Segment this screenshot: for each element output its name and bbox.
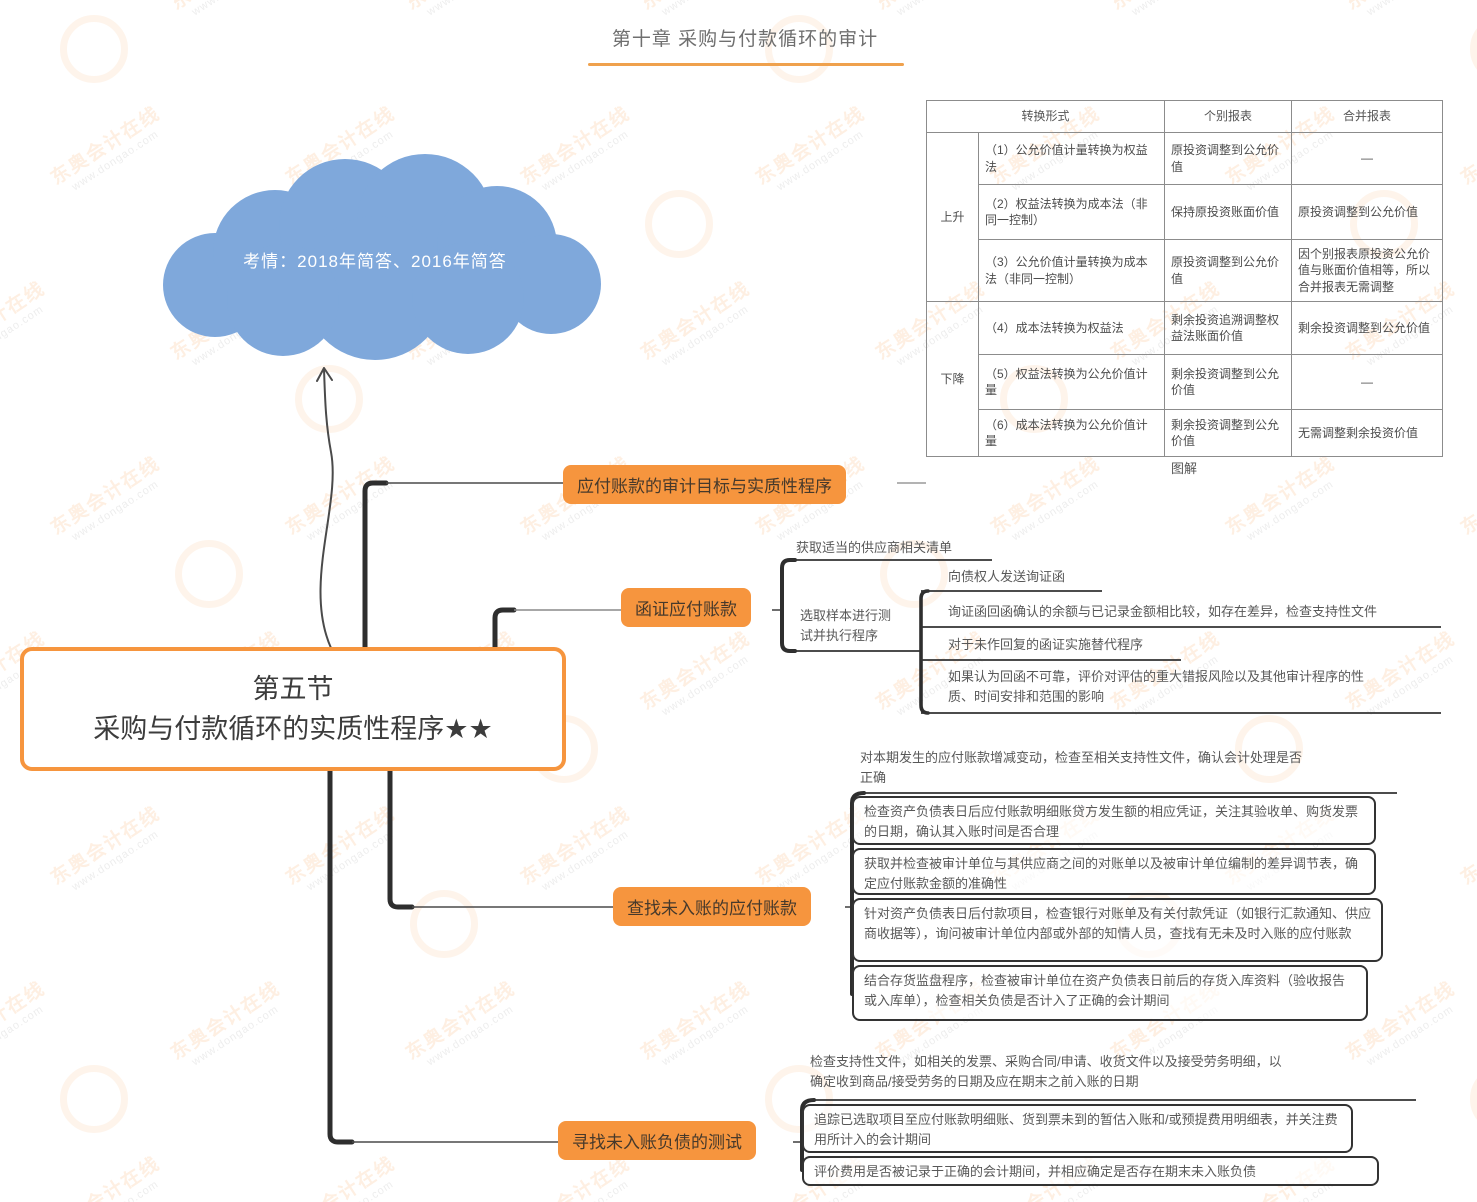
table-caption: 图解 — [1170, 461, 1197, 476]
leaf-b2-c1[interactable]: 获取适当的供应商相关清单 — [796, 540, 953, 555]
table-cell: （4）成本法转换为权益法 — [977, 301, 1166, 355]
main-branch-lines — [327, 480, 517, 1145]
cloud-shape — [163, 154, 601, 360]
table-group-down: 下降 — [926, 301, 979, 457]
table-cell: 保持原投资账面价值 — [1164, 184, 1293, 240]
topic-search-unrecorded-ap[interactable]: 查找未入账的应付账款 — [613, 887, 811, 926]
b2-subtree-lines — [772, 558, 1441, 715]
leafbox-b3-c3[interactable]: 获取并检查被审计单位与其供应商之间的对账单以及被审计单位编制的差异调节表，确定应… — [852, 848, 1376, 895]
table-header-form: 转换形式 — [925, 100, 1166, 133]
table-cell: （6）成本法转换为公允价值计量 — [977, 409, 1166, 457]
exam-note-cloud[interactable]: 考情：2018年简答、2016年简答 — [243, 252, 507, 271]
leafbox-b4-c3[interactable]: 评价费用是否被记录于正确的会计期间，并相应确定是否存在期末未入账负债 — [802, 1156, 1379, 1186]
leaf-b2-c2[interactable]: 选取样本进行测试并执行程序 — [800, 608, 892, 644]
table-cell: — — [1291, 132, 1444, 185]
root-topic[interactable]: 第五节 采购与付款循环的实质性程序★★ — [20, 647, 566, 771]
table-cell: 原投资调整到公允价值 — [1164, 239, 1293, 302]
leafbox-b4-c2[interactable]: 追踪已选取项目至应付账款明细账、货到票未到的暂估入账和/或预提费用明细表，并关注… — [802, 1104, 1353, 1153]
table-cell: 剩余投资调整到公允价值 — [1291, 301, 1444, 355]
table-cell: （5）权益法转换为公允价值计量 — [977, 354, 1166, 410]
table-cell: 剩余投资调整到公允价值 — [1164, 354, 1293, 410]
title-underline — [588, 63, 904, 66]
table-cell: （3）公允价值计量转换为成本法（非同一控制） — [977, 239, 1166, 302]
topic-unrecorded-liability-test[interactable]: 寻找未入账负债的测试 — [558, 1121, 756, 1160]
topic-connectors — [352, 482, 926, 1143]
table-cell: — — [1291, 354, 1444, 410]
leaf-b3-c1[interactable]: 对本期发生的应付账款增减变动，检查至相关支持性文件，确认会计处理是否正确 — [860, 750, 1303, 786]
table-cell: 剩余投资调整到公允价值 — [1164, 409, 1293, 457]
table-cell: 因个别报表原投资公允价值与账面价值相等，所以合并报表无需调整 — [1291, 239, 1444, 302]
topic-confirm-ap[interactable]: 函证应付账款 — [621, 588, 751, 627]
leafbox-b3-c5[interactable]: 结合存货监盘程序，检查被审计单位在资产负债表日前后的存货入库资料（验收报告或入库… — [852, 965, 1368, 1021]
leaf-b2-g1[interactable]: 向债权人发送询证函 — [948, 569, 1066, 584]
table-group-up: 上升 — [926, 132, 979, 302]
root-topic-line1: 第五节 — [252, 673, 334, 704]
table-cell: 剩余投资追溯调整权益法账面价值 — [1164, 301, 1293, 355]
leaf-b4-c1[interactable]: 检查支持性文件，如相关的发票、采购合同/申请、收货文件以及接受劳务明细，以确定收… — [810, 1054, 1282, 1090]
leaf-b2-g3[interactable]: 对于未作回复的函证实施替代程序 — [948, 637, 1144, 652]
leaf-b2-g4[interactable]: 如果认为回函不可靠，评价对评估的重大错报风险以及其他审计程序的性质、时间安排和范… — [948, 669, 1365, 705]
root-topic-line2: 采购与付款循环的实质性程序★★ — [93, 714, 493, 744]
table-header-consolidated: 合并报表 — [1291, 100, 1444, 133]
leafbox-b3-c4[interactable]: 针对资产负债表日后付款项目，检查银行对账单及有关付款凭证（如银行汇款通知、供应商… — [852, 898, 1383, 962]
table-header-individual: 个别报表 — [1164, 100, 1293, 133]
leafbox-b3-c2[interactable]: 检查资产负债表日后应付账款明细账贷方发生额的相应凭证，关注其验收单、购货发票的日… — [852, 796, 1376, 845]
conversion-table-wrap: 转换形式 个别报表 合并报表 上升 （1）公允价值计量转换为权益法 原投资调整到… — [925, 100, 1444, 457]
topic-ap-audit-objectives[interactable]: 应付账款的审计目标与实质性程序 — [563, 465, 846, 504]
table-cell: 原投资调整到公允价值 — [1164, 132, 1293, 185]
conversion-table: 转换形式 个别报表 合并报表 上升 （1）公允价值计量转换为权益法 原投资调整到… — [925, 100, 1444, 457]
table-cell: （1）公允价值计量转换为权益法 — [977, 132, 1166, 185]
page-title: 第十章 采购与付款循环的审计 — [611, 29, 879, 50]
table-cell: （2）权益法转换为成本法（非同一控制） — [977, 184, 1166, 240]
table-cell: 原投资调整到公允价值 — [1291, 184, 1444, 240]
root-to-cloud-arrow — [316, 367, 334, 649]
leaf-b2-g2[interactable]: 询证函回函确认的余额与已记录金额相比较，如存在差异，检查支持性文件 — [948, 604, 1378, 619]
table-cell: 无需调整剩余投资价值 — [1291, 409, 1444, 457]
